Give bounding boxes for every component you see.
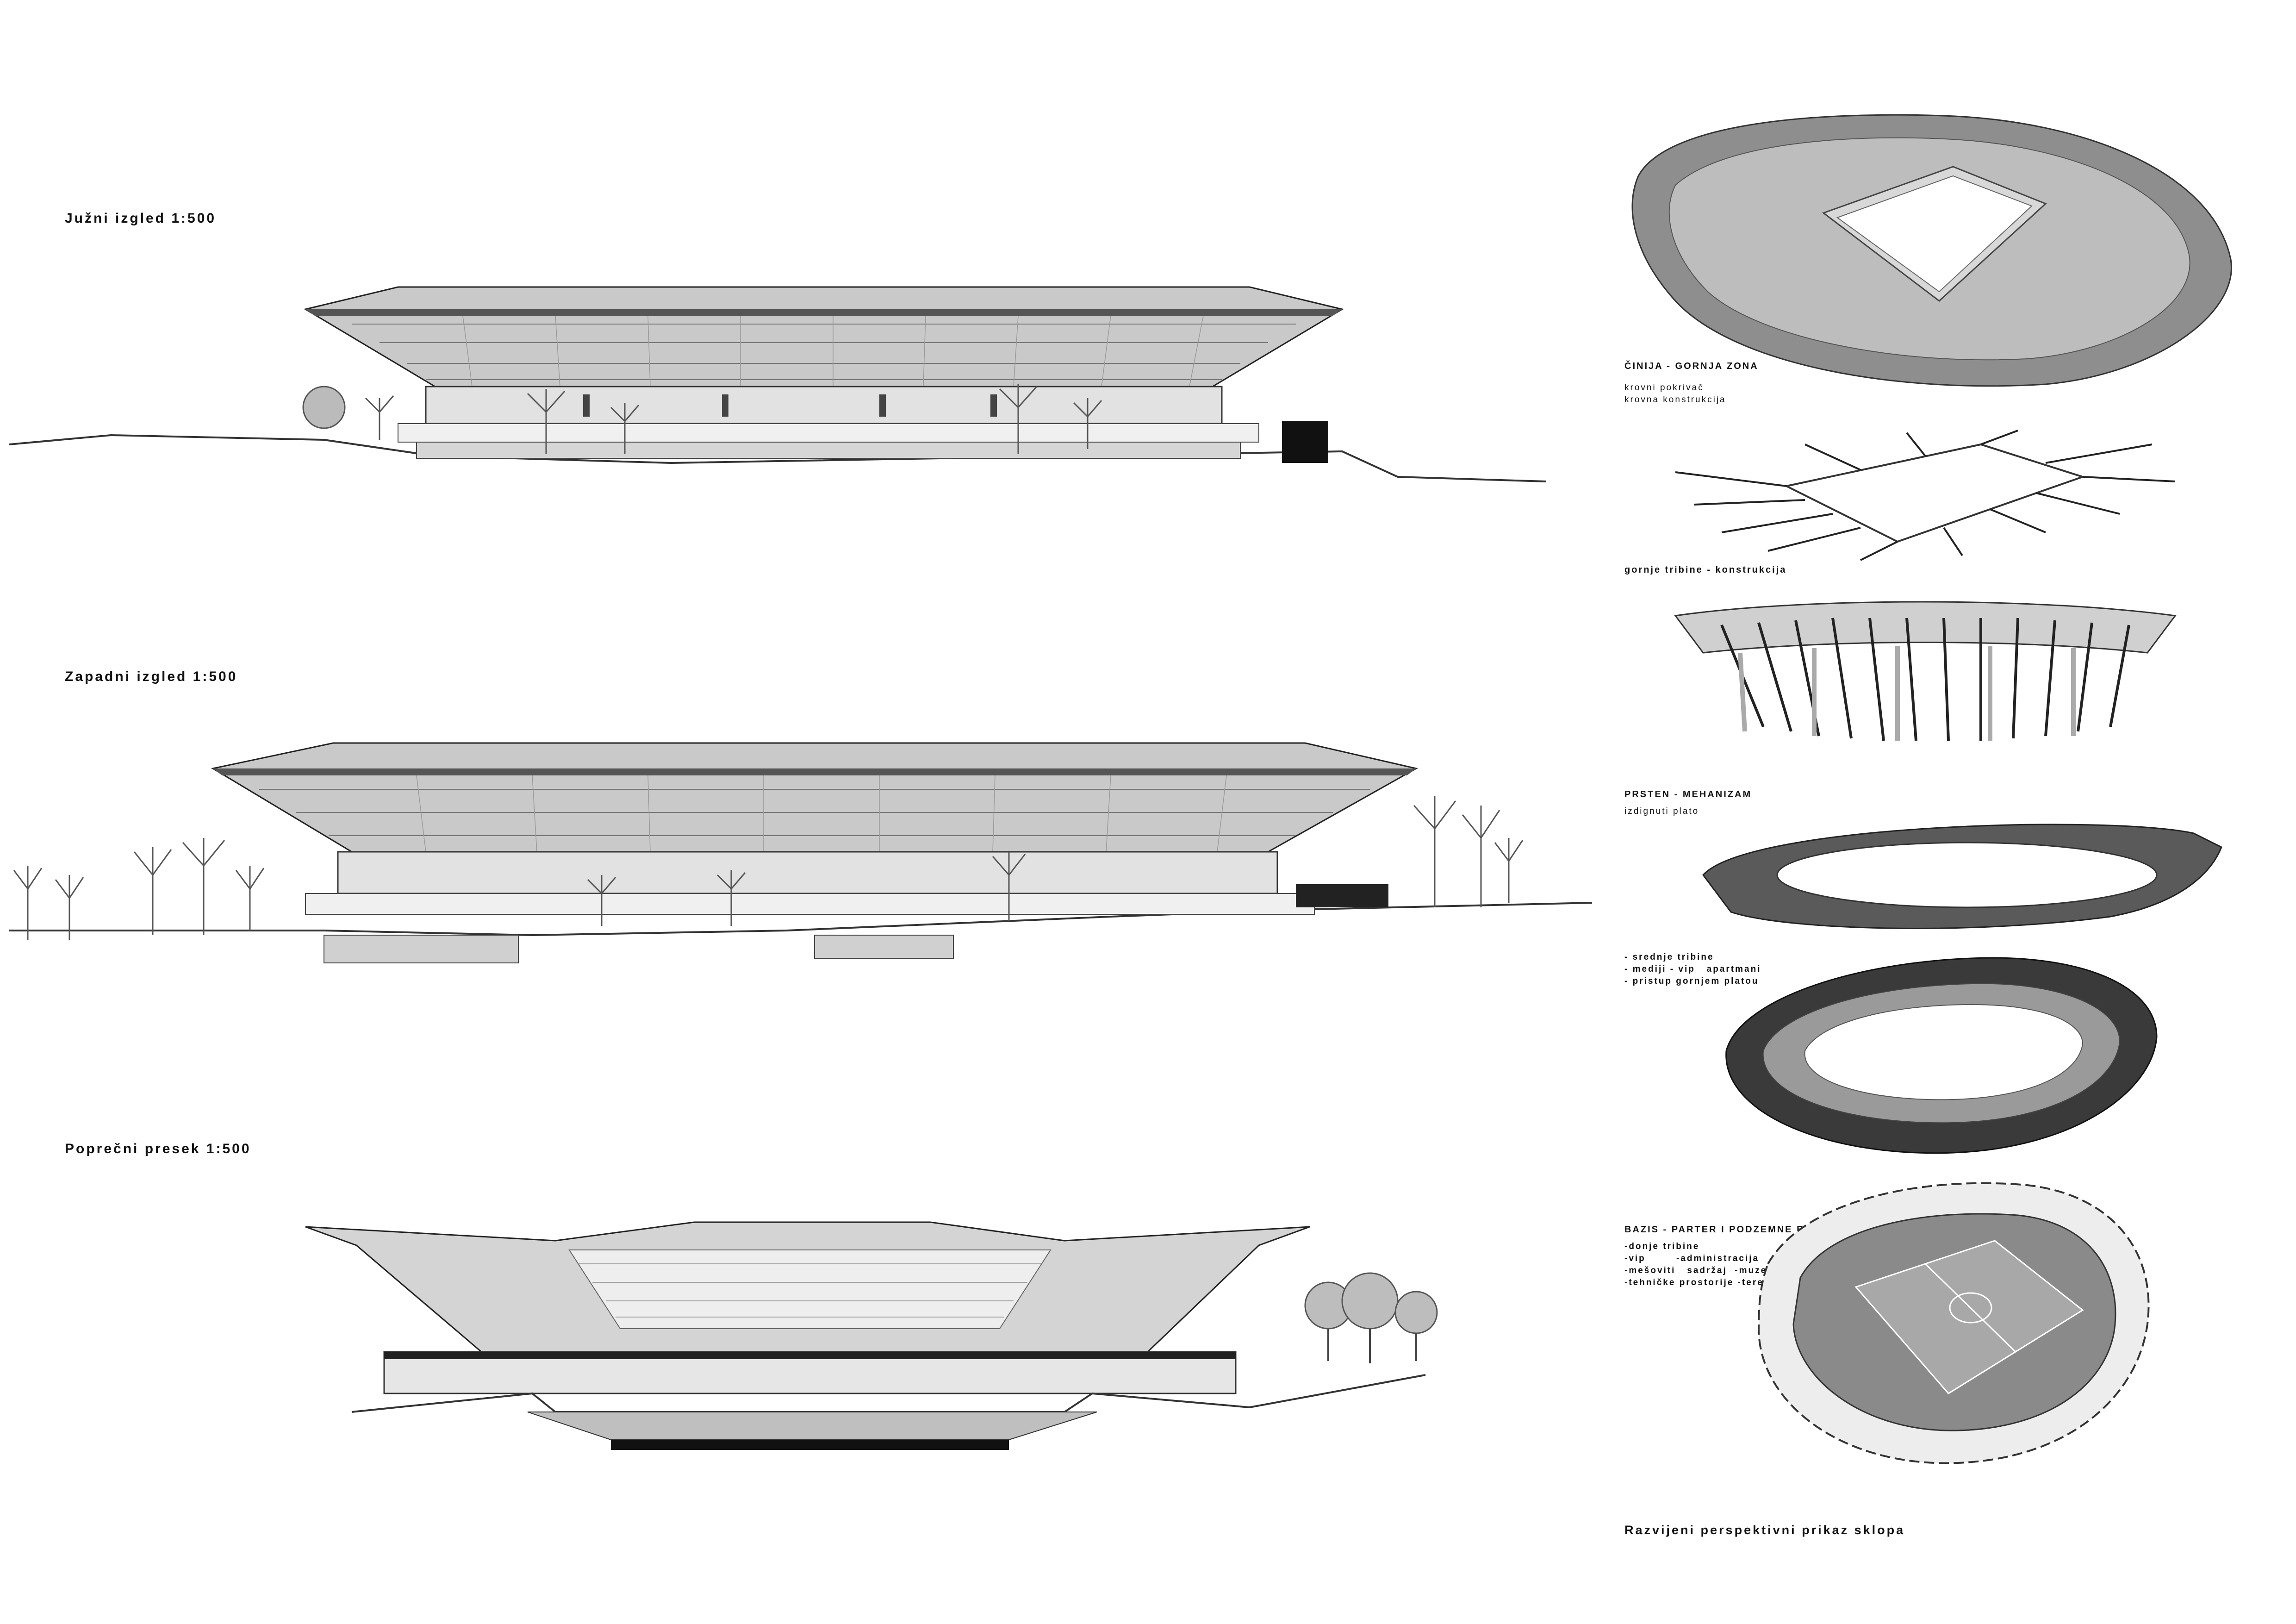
west-elevation-title: Zapadni izgled 1:500: [65, 669, 238, 684]
ring-mechanism-drawing: [1702, 824, 2222, 929]
layer5-title: BAZIS - PARTER I PODZEMNE ETAŽE: [1624, 1224, 1834, 1235]
layer5-items: -donje tribine -vip -administracija -meš…: [1624, 1242, 1771, 1287]
cross-section-drawing: [305, 1221, 1438, 1450]
layer4-items: - srednje tribine - mediji - vip apartma…: [1624, 952, 1761, 986]
south-elevation-drawing: [9, 286, 1546, 482]
layer2-title: gornje tribine - konstrukcija: [1624, 565, 1787, 575]
layer1-items: krovni pokrivač krovna konstrukcija: [1624, 383, 1726, 405]
upper-stands-drawing: [1674, 601, 2177, 741]
exploded-caption: Razvijeni perspektivni prikaz sklopa: [1624, 1523, 1905, 1537]
roof-structure-drawing: [1675, 430, 2176, 561]
middle-stands-drawing: [1725, 957, 2158, 1154]
layer3-title: PRSTEN - MEHANIZAM: [1624, 789, 1752, 800]
west-elevation-drawing: [9, 742, 1593, 963]
south-elevation-title: Južni izgled 1:500: [65, 211, 217, 226]
layer1-title: ČINIJA - GORNJA ZONA: [1624, 361, 1759, 371]
base-pitch-drawing: [1757, 1182, 2150, 1464]
cross-section-title: Poprečni presek 1:500: [65, 1141, 251, 1156]
layer3-items: izdignuti plato: [1624, 806, 1699, 816]
roof-shell-drawing: [1631, 114, 2232, 387]
